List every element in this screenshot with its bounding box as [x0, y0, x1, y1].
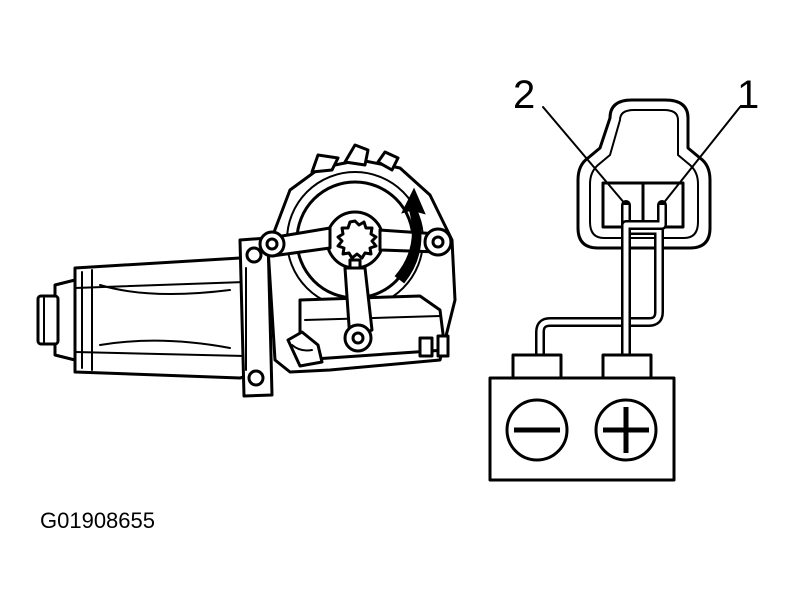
callout-leader-1	[661, 106, 741, 206]
jumper-wire-positive	[621, 205, 667, 356]
figure-id-label: G01908655	[40, 508, 155, 533]
test-circuit: 2 1	[488, 73, 759, 482]
jumper-wire-negative	[535, 205, 664, 356]
output-gear	[325, 210, 385, 272]
curved-arrow-icon	[394, 187, 426, 284]
mounting-bracket	[238, 236, 274, 398]
linkage-arm	[258, 226, 453, 353]
callout-leader-2	[542, 106, 627, 206]
plus-symbol	[594, 398, 658, 462]
window-regulator-motor	[36, 143, 457, 398]
motor-body	[73, 256, 264, 380]
minus-symbol	[505, 398, 569, 462]
battery	[488, 353, 676, 482]
callout-label-1: 1	[737, 73, 759, 117]
callout-label-2: 2	[513, 73, 535, 117]
motor-end-cap	[36, 278, 77, 362]
